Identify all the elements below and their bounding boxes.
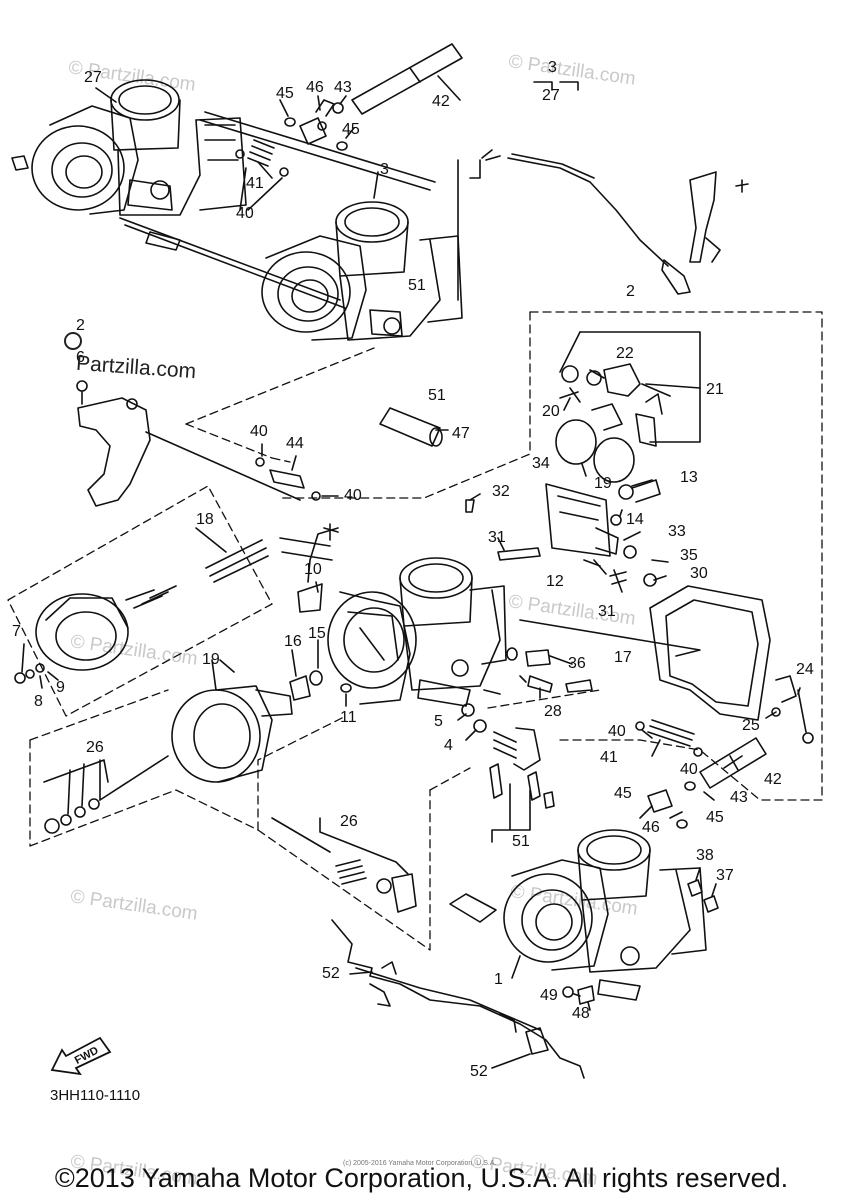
callout-45: 44 — [286, 435, 304, 452]
callout-6: 5 — [434, 713, 443, 730]
callout-22: 20 — [542, 403, 560, 420]
callout-25: 24 — [796, 661, 814, 678]
callout-46: 45 — [614, 785, 632, 802]
callout-41: 40 — [236, 205, 254, 222]
callout-40: 38 — [696, 847, 714, 864]
callout-47: 46 — [642, 819, 660, 836]
callout-14: 13 — [680, 469, 698, 486]
callout-44: 43 — [730, 789, 748, 806]
callout-8: 7 — [12, 623, 21, 640]
callout-2: 2 — [626, 283, 635, 300]
callout-31: 30 — [690, 565, 708, 582]
callout-10: 9 — [56, 679, 65, 696]
callout-50: 49 — [540, 987, 558, 1004]
callout-46: 45 — [342, 121, 360, 138]
callout-41: 40 — [608, 723, 626, 740]
callout-38: 36 — [568, 655, 586, 672]
callout-41: 40 — [250, 423, 268, 440]
carburetor-bottom — [503, 829, 707, 1001]
copyright-notice: ©2013 Yamaha Motor Corporation, U.S.A. A… — [54, 1163, 789, 1193]
fwd-arrow-icon: FWD — [48, 1026, 118, 1083]
callout-43: 42 — [764, 771, 782, 788]
callout-32: 31 — [488, 529, 506, 546]
callout-42: 41 — [600, 749, 618, 766]
callout-11: 10 — [304, 561, 322, 578]
callout-29: 28 — [544, 703, 562, 720]
callout-13: 12 — [546, 573, 564, 590]
carburetor-center — [279, 523, 507, 707]
callout-5: 4 — [444, 737, 453, 754]
callout-51: 51 — [512, 833, 530, 850]
callout-41: 40 — [680, 761, 698, 778]
carburetor-top-left — [11, 79, 247, 216]
callout-15: 14 — [626, 511, 644, 528]
callout-20: 19 — [202, 651, 220, 668]
callout-23: 21 — [706, 381, 724, 398]
callout-3: 3 — [380, 161, 389, 178]
callout-28: 26 — [340, 813, 358, 830]
callout-35: 33 — [668, 523, 686, 540]
callout-46: 45 — [706, 809, 724, 826]
callout-42: 41 — [246, 175, 264, 192]
callout-46: 45 — [276, 85, 294, 102]
callout-19: 18 — [196, 511, 214, 528]
callout-52: 52 — [470, 1063, 488, 1080]
callout-21: 19 — [594, 475, 612, 492]
callout-47: 46 — [306, 79, 324, 96]
callout-39: 37 — [716, 867, 734, 884]
callout-9: 8 — [34, 693, 43, 710]
carburetor-top-middle — [261, 201, 463, 341]
callout-44: 43 — [334, 79, 352, 96]
callout-49: 48 — [572, 1005, 590, 1022]
callout-43: 42 — [432, 93, 450, 110]
callout-16: 15 — [308, 625, 326, 642]
callout-26: 25 — [742, 717, 760, 734]
callout-37: 35 — [680, 547, 698, 564]
callout-1: 1 — [494, 971, 503, 988]
callout-34: 32 — [492, 483, 510, 500]
callout-7: 6 — [76, 349, 85, 366]
choke-assembly — [555, 363, 663, 526]
callout-48-area: 51 — [408, 277, 426, 294]
small-copyright: (c) 2005-2016 Yamaha Motor Corporation, … — [343, 1160, 497, 1167]
callout-36: 34 — [532, 455, 550, 472]
callout-17: 16 — [284, 633, 302, 650]
callout-4: 27 — [84, 69, 102, 86]
callout-18: 17 — [614, 649, 632, 666]
callout-52: 52 — [322, 965, 340, 982]
callout-41: 40 — [344, 487, 362, 504]
partzilla-logo-icon — [64, 332, 82, 350]
callout-27: 27 — [542, 87, 560, 104]
callout-33: 31 — [598, 603, 616, 620]
callout-24: 22 — [616, 345, 634, 362]
callout-2: 2 — [76, 317, 85, 334]
callout-51: 51 — [428, 387, 446, 404]
callout-30: 26 — [86, 739, 104, 756]
callout-48: 47 — [452, 425, 470, 442]
diagram-code: 3HH110-1110 — [50, 1087, 141, 1104]
callout-12: 11 — [340, 709, 357, 726]
callout-3: 3 — [548, 59, 557, 76]
float-bowl — [649, 585, 814, 744]
